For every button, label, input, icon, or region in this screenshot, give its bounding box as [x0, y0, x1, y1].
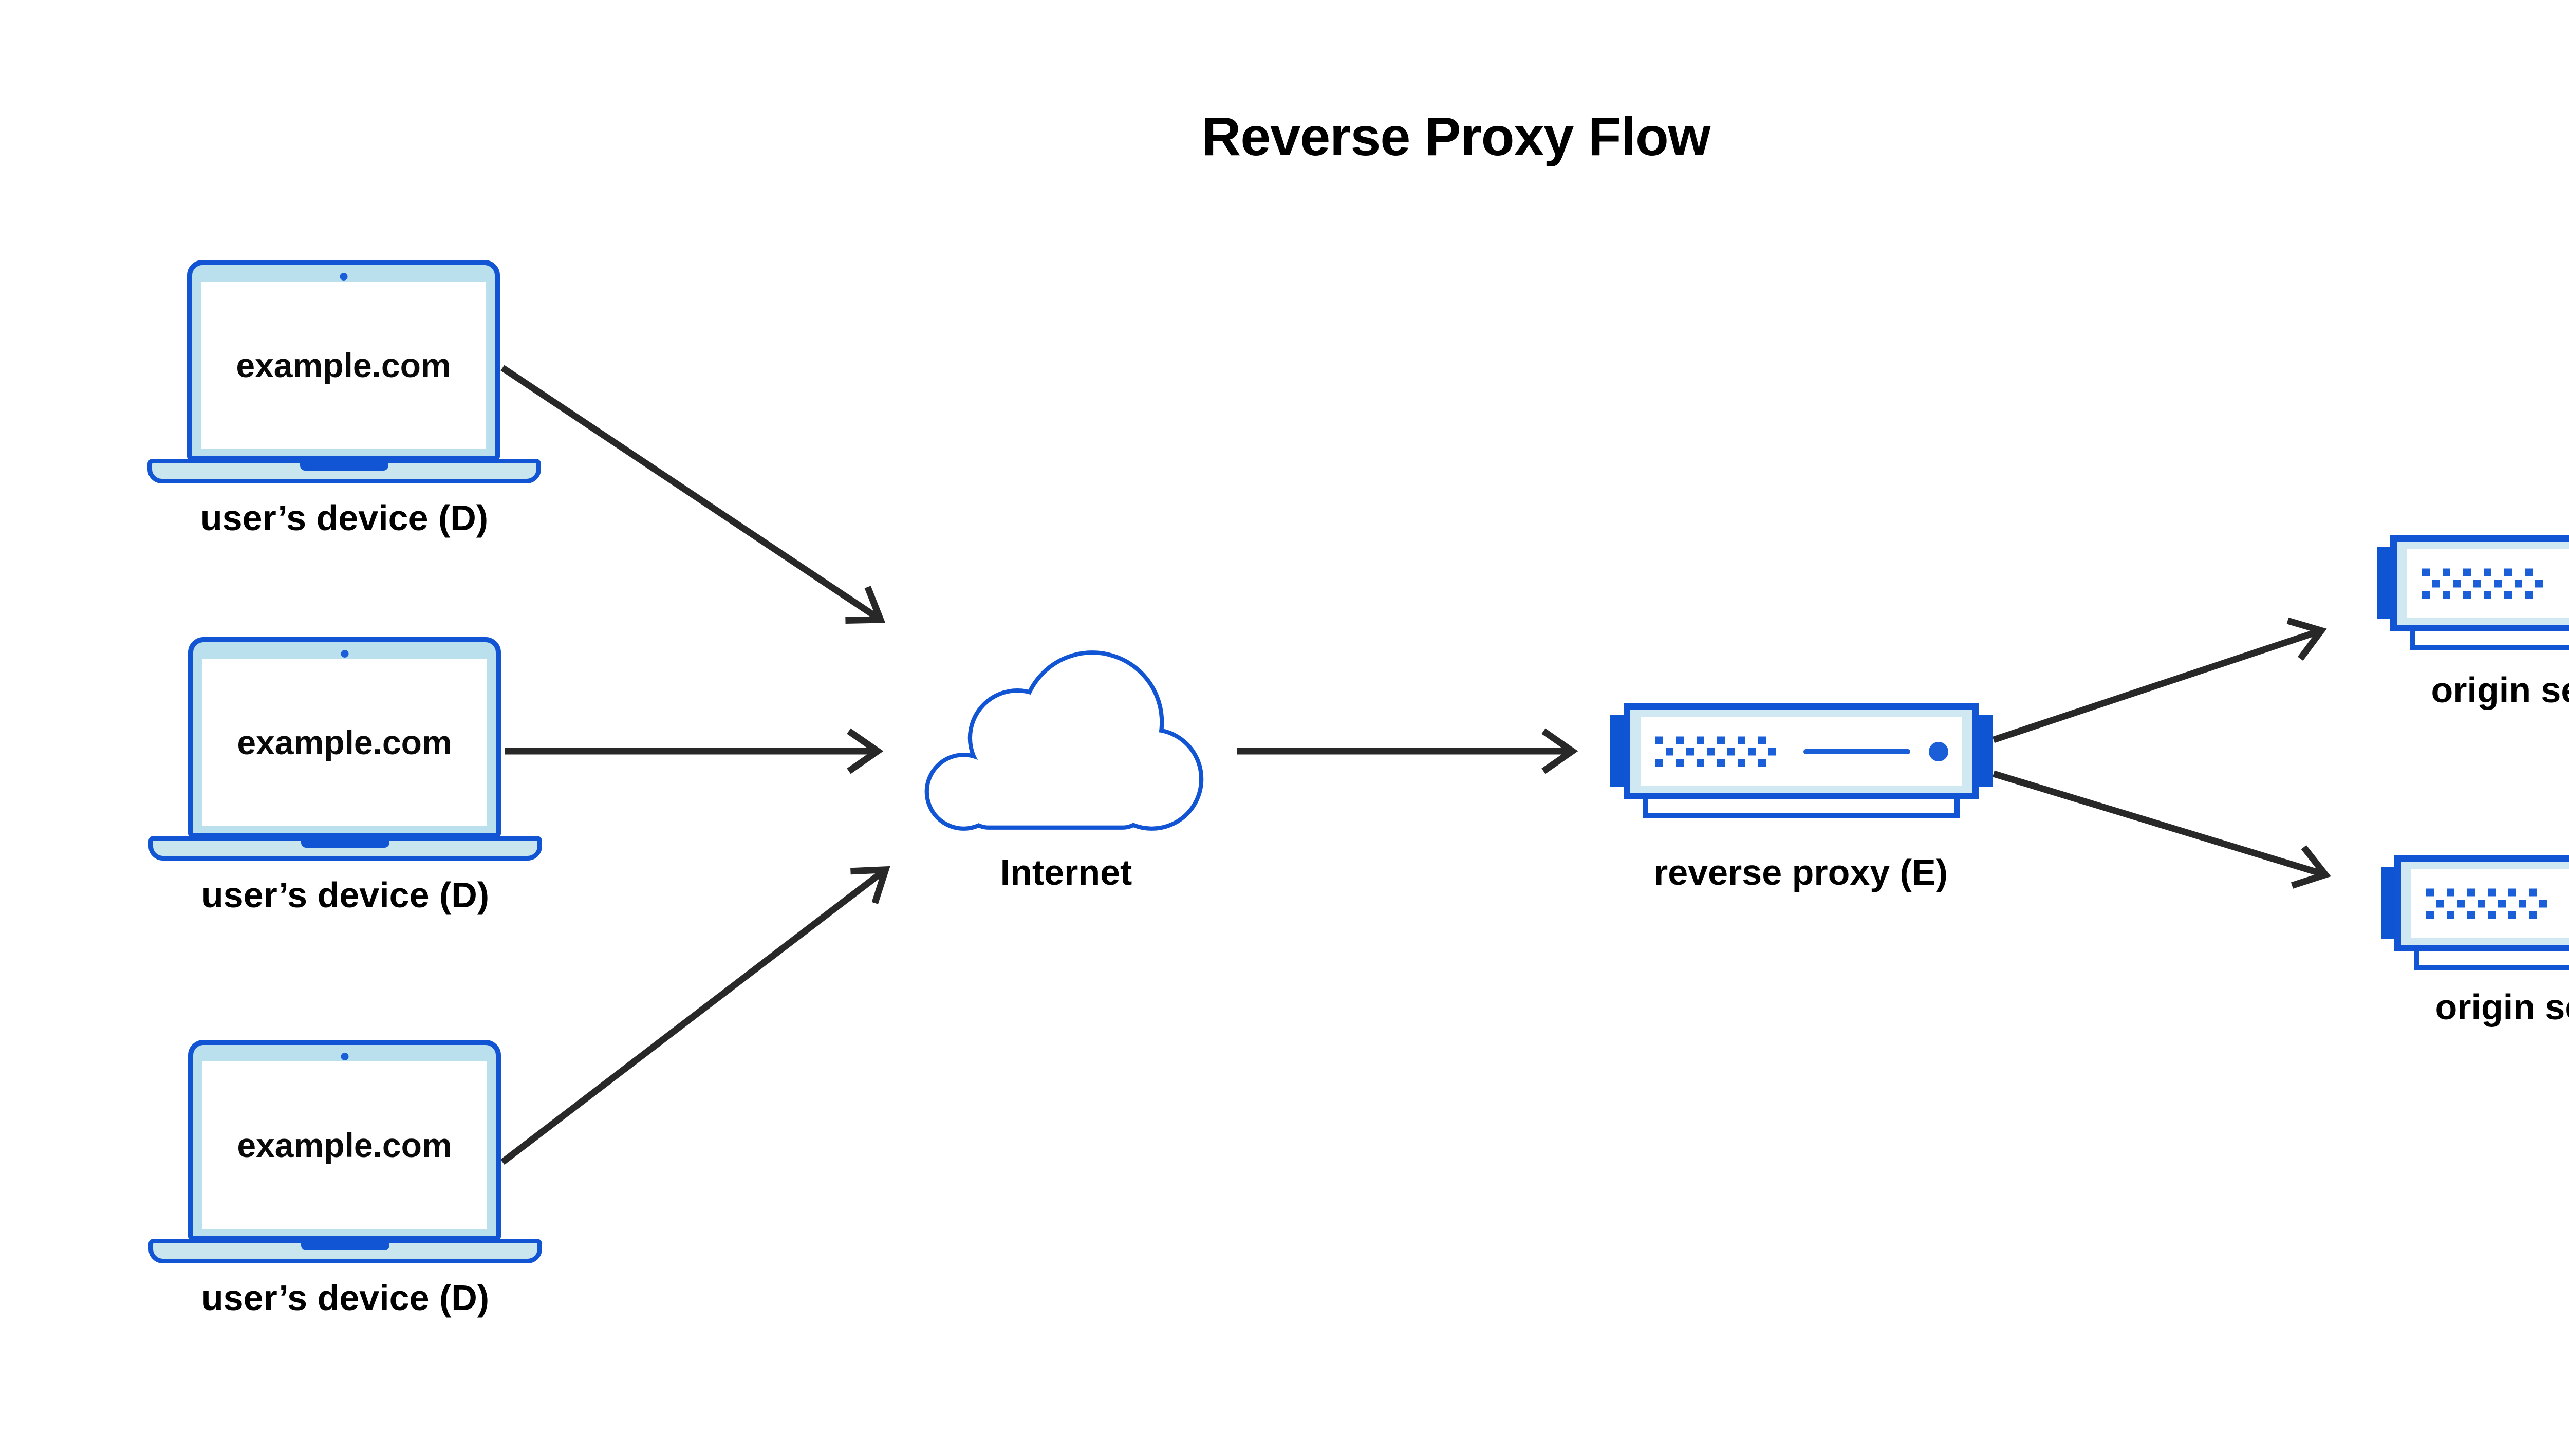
- server-icon-origin2: [2381, 855, 2569, 970]
- laptop-screen: example.com: [201, 282, 486, 449]
- laptop-screen: example.com: [202, 1061, 487, 1229]
- server-slot-line: [1803, 749, 1910, 754]
- laptop-lid: example.com: [187, 260, 500, 461]
- cloud-icon: [924, 650, 1204, 831]
- laptop-base: [147, 459, 541, 483]
- page-title: Reverse Proxy Flow: [1201, 106, 1710, 167]
- laptop-notch: [301, 1243, 389, 1250]
- server-led-icon: [1929, 741, 1948, 761]
- device2-label: user’s device (D): [201, 875, 490, 915]
- laptop-icon-device1: example.com user’s device (D): [147, 260, 541, 540]
- camera-dot-icon: [340, 273, 347, 281]
- screen-url: example.com: [236, 346, 451, 384]
- server-icon-origin1: [2377, 535, 2569, 650]
- arrow-proxy-to-origin2: [1993, 770, 2331, 889]
- device1-label: user’s device (D): [200, 498, 489, 538]
- laptop-notch: [300, 463, 388, 471]
- arrow-device1-to-internet: [500, 365, 886, 624]
- laptop-lid: example.com: [188, 637, 501, 838]
- camera-dot-icon: [341, 650, 348, 658]
- internet-label: Internet: [1000, 852, 1132, 892]
- laptop-notch: [301, 840, 389, 848]
- vent-dots-icon: [2426, 888, 2547, 919]
- laptop-base: [148, 1239, 542, 1263]
- server-icon-reverse-proxy: [1610, 703, 1993, 818]
- laptop-icon-device2: example.com user’s device (D): [148, 637, 542, 917]
- screen-url: example.com: [237, 1126, 452, 1164]
- reverse-proxy-label: reverse proxy (E): [1654, 852, 1948, 892]
- screen-url: example.com: [237, 723, 452, 761]
- arrow-device3-to-internet: [500, 866, 890, 1165]
- origin-server1-label: origin server (F): [2431, 670, 2569, 710]
- laptop-base: [148, 836, 542, 861]
- vent-dots-icon: [1655, 736, 1777, 767]
- laptop-lid: example.com: [188, 1040, 501, 1241]
- vent-dots-icon: [2422, 568, 2543, 599]
- laptop-icon-device3: example.com user’s device (D): [148, 1040, 542, 1320]
- device3-label: user’s device (D): [201, 1278, 490, 1318]
- arrow-proxy-to-origin1: [1992, 617, 2327, 743]
- origin-server2-label: origin server (F): [2435, 987, 2569, 1027]
- camera-dot-icon: [341, 1053, 348, 1060]
- laptop-screen: example.com: [202, 659, 487, 826]
